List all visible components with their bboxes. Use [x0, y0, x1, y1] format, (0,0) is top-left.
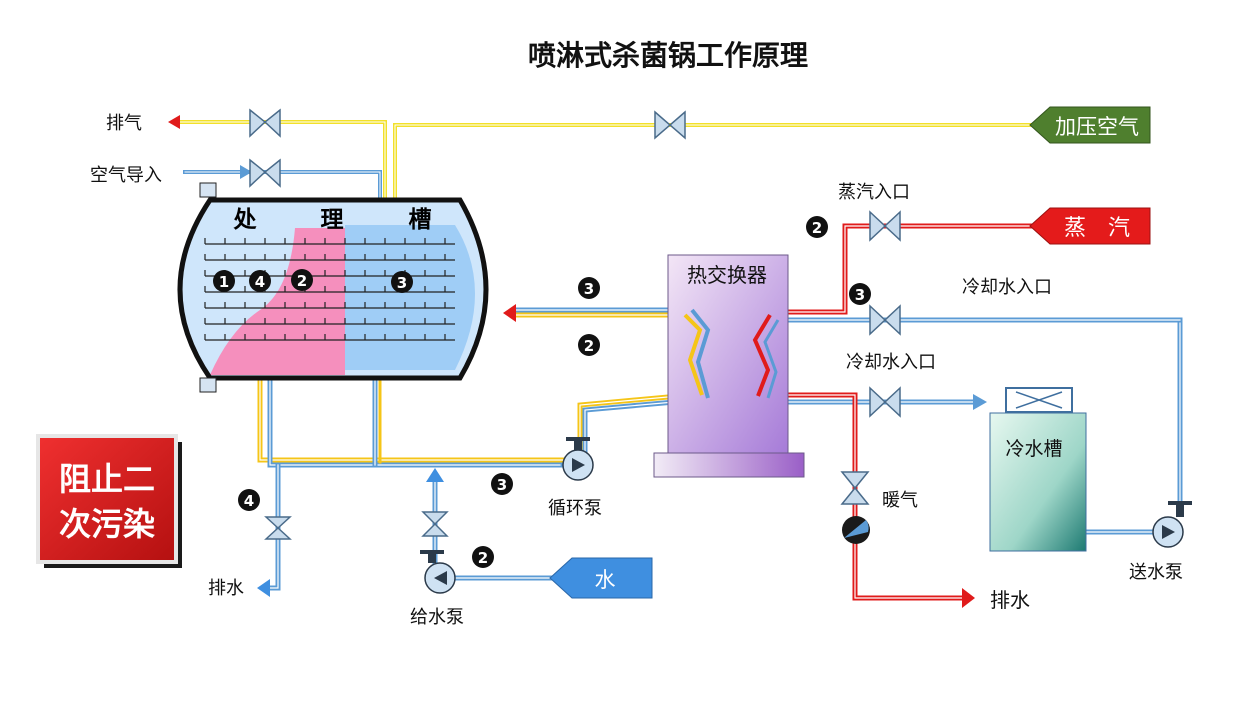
heating-label: 暖气 [882, 490, 918, 511]
water-label: 水 [595, 568, 616, 592]
step-marker: 2 [806, 216, 828, 238]
delivery-pump-label: 送水泵 [1129, 562, 1183, 583]
svg-text:3: 3 [397, 274, 407, 292]
svg-text:2: 2 [478, 549, 488, 567]
svg-text:3: 3 [584, 280, 594, 298]
exhaust-arrow-icon [168, 115, 180, 129]
flow-arrows [168, 115, 987, 608]
basket-grid [204, 238, 455, 350]
treatment-tank: 处 理 槽 [177, 182, 489, 393]
cold-tank-arrow-icon [973, 394, 987, 410]
step-marker: 3 [491, 473, 513, 495]
water-tag: 水 [549, 557, 653, 599]
valve-exhaust[interactable] [249, 108, 281, 138]
steam-label: 蒸 汽 [1064, 216, 1130, 241]
step-marker: 2 [291, 269, 313, 291]
drain-right-arrow-icon [962, 588, 975, 608]
svg-text:2: 2 [297, 272, 307, 290]
heat-exchanger: 热交换器 [653, 254, 805, 478]
drain-left-label: 排水 [208, 578, 244, 599]
heat-exchanger-label: 热交换器 [687, 263, 767, 287]
tank-label-3: 槽 [409, 206, 432, 233]
drain-right-label: 排水 [990, 588, 1030, 612]
steam-inlet-label: 蒸汽入口 [838, 182, 910, 203]
steam-tag: 蒸 汽 [1029, 207, 1151, 245]
valve-drain-left[interactable] [264, 516, 292, 540]
pressurized-air-tag: 加压空气 [1029, 106, 1151, 144]
valves [249, 108, 901, 540]
valve-air-inlet[interactable] [249, 158, 281, 188]
valve-steam[interactable] [869, 210, 901, 242]
svg-text:3: 3 [497, 476, 507, 494]
step-markers: 1 4 2 3 2 3 3 2 3 4 2 [213, 216, 871, 568]
valve-feed[interactable] [421, 511, 449, 537]
cooling-water-inlet-label-2: 冷却水入口 [846, 352, 936, 373]
tank-label-1: 处 [233, 206, 257, 233]
svg-text:3: 3 [855, 286, 865, 304]
step-marker: 3 [391, 271, 413, 293]
svg-text:1: 1 [219, 273, 229, 291]
step-marker: 3 [849, 283, 871, 305]
warning-line-1: 阻止二 [59, 460, 155, 498]
step-marker: 4 [249, 270, 271, 292]
cold-water-tank: 冷水槽 [989, 387, 1087, 552]
step-marker: 2 [578, 334, 600, 356]
feed-up-arrow-icon [426, 468, 444, 482]
feed-pump-label: 给水泵 [410, 607, 464, 628]
cold-water-tank-label: 冷水槽 [1005, 438, 1062, 460]
valve-pressurized-air[interactable] [654, 110, 686, 140]
tank-inlet-arrow-icon [503, 304, 516, 322]
svg-text:2: 2 [812, 219, 822, 237]
exhaust-label: 排气 [106, 113, 142, 134]
valve-cooling-1[interactable] [869, 304, 901, 336]
svg-text:4: 4 [244, 492, 254, 510]
circulation-pump[interactable] [562, 437, 594, 481]
circulation-pump-label: 循环泵 [548, 498, 602, 519]
warning-box: 阻止二 次污染 [36, 434, 182, 568]
valve-cooling-2[interactable] [869, 386, 901, 418]
step-marker: 4 [238, 489, 260, 511]
tank-label-2: 理 [321, 206, 344, 233]
delivery-pump[interactable] [1152, 501, 1192, 548]
step-marker: 1 [213, 270, 235, 292]
step-marker: 2 [472, 546, 494, 568]
cooling-water-inlet-label-1: 冷却水入口 [962, 277, 1052, 298]
diagram-title: 喷淋式杀菌锅工作原理 [528, 39, 808, 72]
air-in-arrow-icon [240, 165, 252, 179]
warning-line-2: 次污染 [59, 505, 155, 543]
svg-text:2: 2 [584, 337, 594, 355]
pressurized-air-label: 加压空气 [1055, 115, 1139, 139]
valve-heating[interactable] [840, 471, 870, 505]
drain-left-arrow-icon [257, 579, 270, 597]
feed-pump[interactable] [420, 550, 456, 594]
air-inlet-label: 空气导入 [90, 165, 162, 186]
svg-text:4: 4 [255, 273, 265, 291]
step-marker: 3 [578, 277, 600, 299]
